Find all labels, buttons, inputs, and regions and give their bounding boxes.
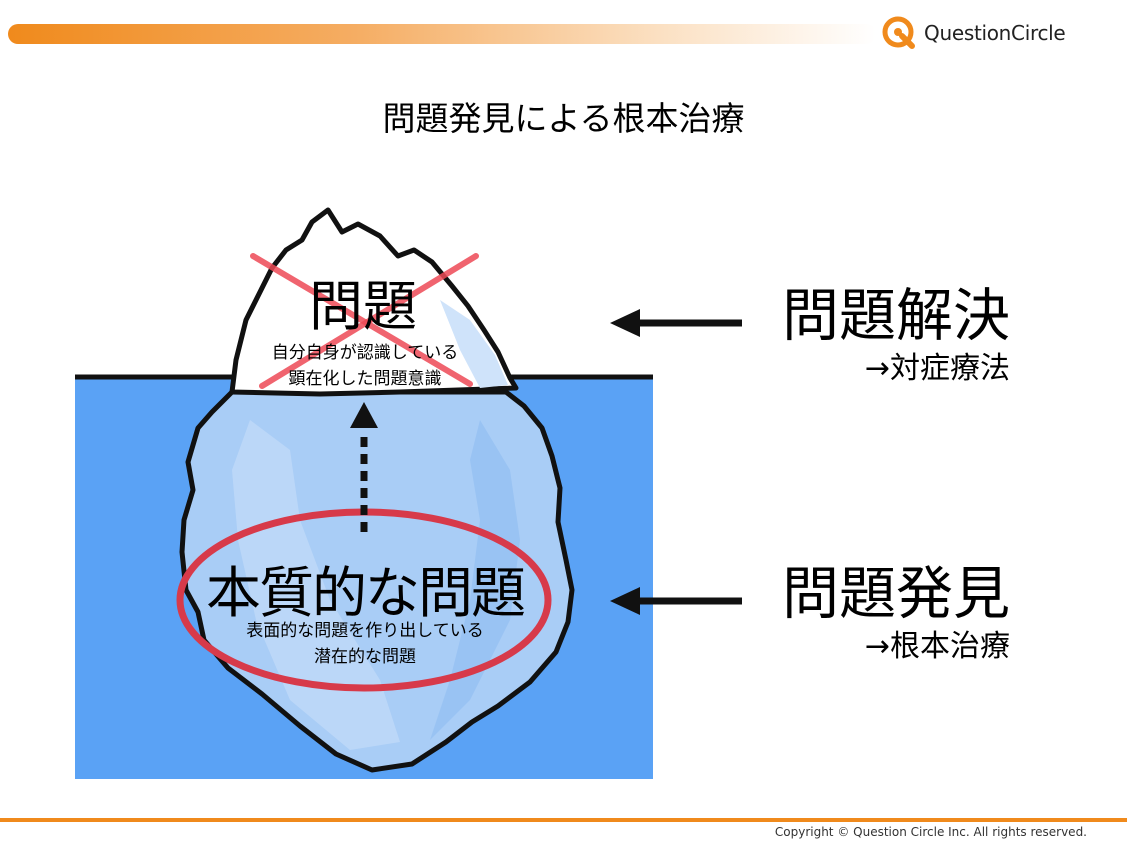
cross-line-2 [259, 253, 479, 389]
base-label: 本質的な問題 [205, 561, 526, 625]
symptomatic-treatment-label: →対症療法 [864, 351, 1010, 386]
tip-sub-line-1: 自分自身が認識している [271, 343, 459, 363]
dotted-arrow-head [350, 402, 378, 428]
tip-sub-line-2: 顕在化した問題意識 [288, 369, 442, 389]
iceberg-underwater-shade [430, 420, 520, 740]
brand-logo: QuestionCircle [882, 16, 1066, 50]
arrow-problem-finding-head [610, 587, 640, 615]
brand-logo-icon [882, 16, 915, 49]
slide-title: 問題発見による根本治療 [382, 99, 745, 138]
problem-finding-heading: 問題発見 [782, 561, 1010, 627]
copyright-text: Copyright © Question Circle Inc. All rig… [774, 825, 1087, 839]
header-gradient-bar [8, 24, 876, 44]
iceberg-tip-shade [440, 300, 508, 388]
brand-name: QuestionCircle [924, 21, 1066, 45]
cross-line-1 [250, 253, 473, 387]
base-sub-line-2: 潜在的な問題 [314, 647, 416, 667]
iceberg-tip [229, 207, 519, 397]
base-sub-label: 表面的な問題を作り出している 潜在的な問題 [200, 618, 530, 670]
iceberg-underwater-highlight [232, 420, 400, 750]
tip-sub-label: 自分自身が認識している 顕在化した問題意識 [230, 340, 500, 392]
arrow-problem-solving-head [610, 309, 640, 337]
footer-divider [0, 818, 1127, 822]
tip-label: 問題 [309, 275, 417, 338]
problem-solving-heading: 問題解決 [782, 283, 1010, 349]
root-treatment-label: →根本治療 [864, 629, 1010, 664]
base-sub-line-1: 表面的な問題を作り出している [246, 621, 484, 641]
